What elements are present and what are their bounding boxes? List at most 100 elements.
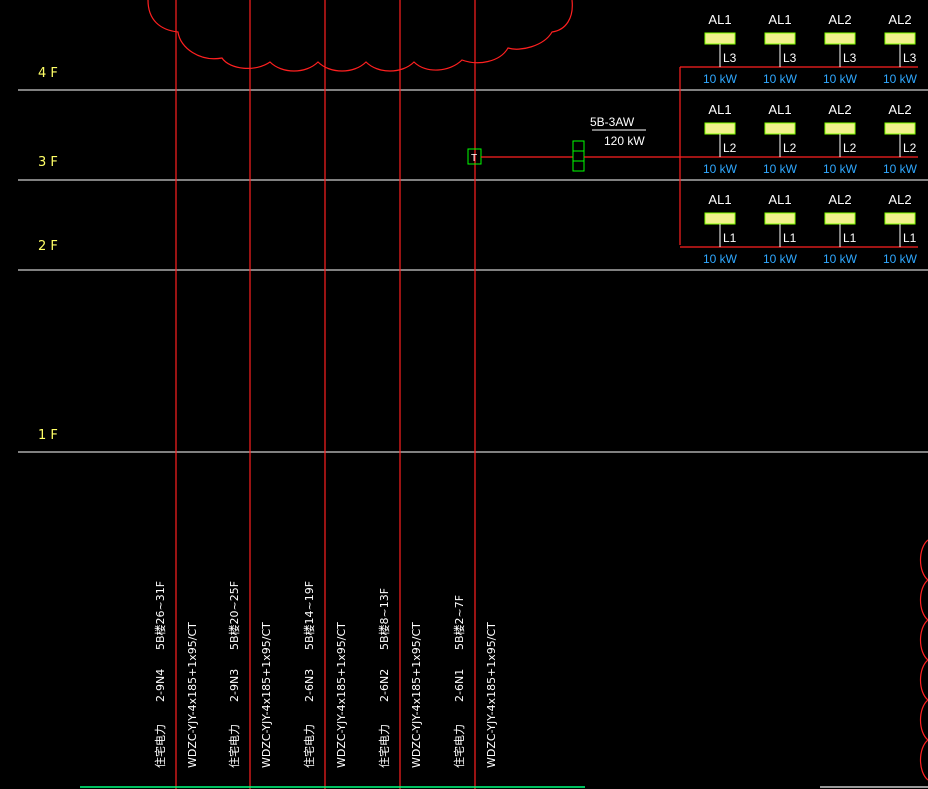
panel-phase: L3 [903, 51, 917, 65]
panel-box [824, 32, 856, 45]
panel-phase: L1 [903, 231, 917, 245]
panel-name: AL2 [888, 192, 911, 207]
panel-box [824, 122, 856, 135]
panel-power: 10 kW [883, 162, 918, 176]
riser-circuit: 2-9N4 [154, 669, 167, 702]
panel-power: 10 kW [763, 162, 798, 176]
panel-box [884, 122, 916, 135]
riser-annotation-4[interactable]: 住宅电力 2-6N2 5B楼8~13F WDZC-YJY-4x185+1x95/CT [377, 588, 423, 768]
panel-power: 10 kW [703, 252, 738, 266]
floor-label-2f: 2 F [38, 239, 58, 254]
panel-power: 10 kW [763, 72, 798, 86]
riser-floors: 5B楼8~13F [377, 588, 391, 650]
panel-power: 10 kW [703, 72, 738, 86]
panel-phase: L2 [843, 141, 857, 155]
riser-cable-spec: WDZC-YJY-4x185+1x95/CT [186, 622, 199, 768]
riser-annotation-1[interactable]: 住宅电力 2-9N4 5B楼26~31F WDZC-YJY-4x185+1x95/CT [153, 581, 199, 768]
riser-use: 住宅电力 [377, 724, 391, 768]
panel-phase: L1 [843, 231, 857, 245]
panel-box [764, 122, 796, 135]
panel-name: AL2 [828, 12, 851, 27]
panel-name: AL1 [708, 192, 731, 207]
tap-terminal-label: T [471, 153, 477, 164]
panel-power: 10 kW [823, 72, 858, 86]
panel-phase: L3 [723, 51, 737, 65]
panel-box [704, 212, 736, 225]
panel-name: AL2 [888, 102, 911, 117]
panel-power: 10 kW [823, 162, 858, 176]
riser-circuit: 2-6N1 [453, 669, 466, 702]
panel-box [704, 32, 736, 45]
revision-cloud [147, 0, 573, 72]
riser-use: 住宅电力 [153, 724, 167, 768]
panel-name: AL2 [828, 192, 851, 207]
floor-label-4f: 4 F [38, 66, 58, 81]
riser-floors: 5B楼2~7F [452, 595, 466, 650]
distribution-box-symbol[interactable] [572, 140, 585, 172]
riser-use: 住宅电力 [227, 724, 241, 768]
panel-power: 10 kW [883, 252, 918, 266]
riser-cable-spec: WDZC-YJY-4x185+1x95/CT [335, 622, 348, 768]
riser-floors: 5B楼26~31F [153, 581, 167, 650]
riser-floors: 5B楼14~19F [302, 581, 316, 650]
riser-circuit: 2-9N3 [228, 669, 241, 702]
revision-cloud-right [919, 539, 928, 781]
panel-power: 10 kW [823, 252, 858, 266]
riser-annotation-2[interactable]: 住宅电力 2-9N3 5B楼20~25F WDZC-YJY-4x185+1x95/CT [227, 581, 273, 768]
riser-floors: 5B楼20~25F [227, 581, 241, 650]
panel-box [764, 32, 796, 45]
panel-name: AL2 [828, 102, 851, 117]
panel-power: 10 kW [703, 162, 738, 176]
panel-name: AL1 [768, 192, 791, 207]
distribution-box-name: 5B-3AW [590, 115, 635, 129]
riser-annotation-3[interactable]: 住宅电力 2-6N3 5B楼14~19F WDZC-YJY-4x185+1x95/CT [302, 581, 348, 768]
panel-phase: L2 [903, 141, 917, 155]
riser-cable-spec: WDZC-YJY-4x185+1x95/CT [485, 622, 498, 768]
riser-cable-spec: WDZC-YJY-4x185+1x95/CT [260, 622, 273, 768]
panel-box [704, 122, 736, 135]
distribution-box-power: 120 kW [604, 134, 645, 148]
panel-name: AL1 [708, 12, 731, 27]
panel-box [884, 32, 916, 45]
floor-label-1f: 1 F [38, 428, 58, 443]
panel-phase: L3 [843, 51, 857, 65]
panel-phase: L3 [783, 51, 797, 65]
panel-power: 10 kW [763, 252, 798, 266]
panel-power: 10 kW [883, 72, 918, 86]
riser-annotations: 住宅电力 2-9N4 5B楼26~31F WDZC-YJY-4x185+1x95/CT… [153, 581, 498, 768]
panel-name: AL1 [768, 102, 791, 117]
panel-box [824, 212, 856, 225]
panel-name: AL1 [768, 12, 791, 27]
panel-phase: L1 [783, 231, 797, 245]
floor-label-3f: 3 F [38, 155, 58, 170]
panel-phase: L2 [723, 141, 737, 155]
panel-phase: L1 [723, 231, 737, 245]
riser-circuit: 2-6N2 [378, 669, 391, 702]
panel-name: AL1 [708, 102, 731, 117]
riser-use: 住宅电力 [302, 724, 316, 768]
panel-box [884, 212, 916, 225]
riser-use: 住宅电力 [452, 724, 466, 768]
panel-phase: L2 [783, 141, 797, 155]
riser-circuit: 2-6N3 [303, 669, 316, 702]
riser-annotation-5[interactable]: 住宅电力 2-6N1 5B楼2~7F WDZC-YJY-4x185+1x95/CT [452, 595, 498, 768]
riser-cable-spec: WDZC-YJY-4x185+1x95/CT [410, 622, 423, 768]
riser-cable-lines [175, 0, 476, 789]
panel-name: AL2 [888, 12, 911, 27]
panel-box [764, 212, 796, 225]
